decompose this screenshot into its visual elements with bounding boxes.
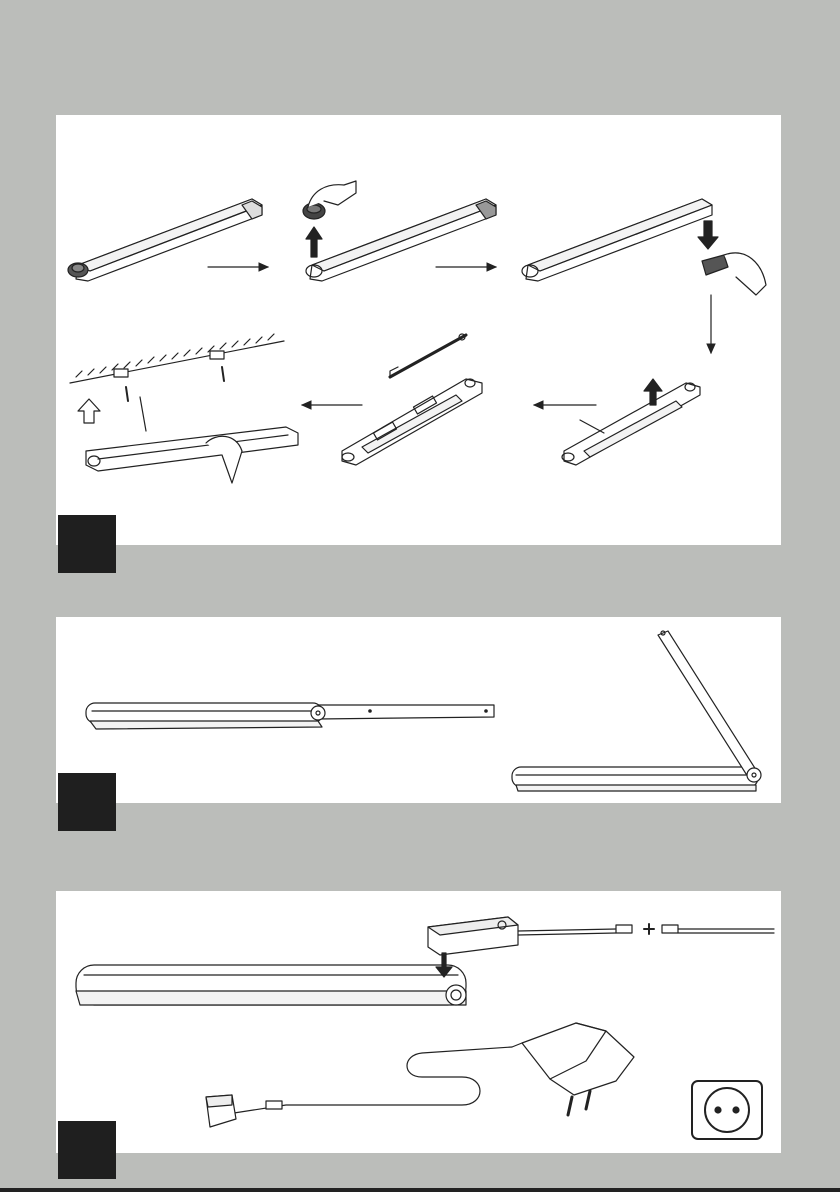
- screwdriver-icon: [580, 420, 604, 433]
- lamp-bar-extended-icon: [86, 703, 494, 729]
- step-badge: [58, 773, 116, 831]
- step-badge: [58, 515, 116, 573]
- lamp-bar-icon: [306, 199, 496, 281]
- panel-wall-mount: [56, 115, 781, 545]
- cable-icon: [214, 1047, 512, 1117]
- panel-power-connection: [56, 891, 781, 1153]
- page-bottom-edge: [0, 1188, 840, 1192]
- battery-cover-icon: [702, 253, 766, 295]
- power-module-icon: [206, 1095, 236, 1127]
- screwdriver-icon: [140, 397, 146, 431]
- lamp-bar-folded-upright-icon: [512, 631, 761, 791]
- hand-icon: [724, 253, 766, 295]
- hand-icon: [308, 181, 356, 207]
- power-module-icon: [428, 917, 616, 955]
- wall-mount-illustration: [56, 115, 781, 545]
- arrow-up-icon: [306, 227, 322, 257]
- power-connection-illustration: [56, 891, 781, 1153]
- lamp-bar-icon: [562, 383, 700, 465]
- wall-icon: [70, 334, 284, 383]
- lamp-bar-icon: [68, 199, 262, 281]
- lamp-bar-icon: [76, 965, 466, 1005]
- wall-socket-icon: [692, 1081, 762, 1139]
- lamp-bar-icon: [342, 379, 482, 465]
- arrow-down-icon: [698, 221, 718, 249]
- plug-adapter-icon: [512, 1023, 634, 1115]
- fold-positions-illustration: [56, 617, 781, 803]
- hand-icon: [206, 436, 242, 483]
- connector-plus-icon: [616, 924, 774, 934]
- lamp-bar-icon: [522, 199, 712, 281]
- step-badge: [58, 1121, 116, 1179]
- arrow-up-outline-icon: [78, 399, 100, 423]
- screw-icon: [126, 367, 224, 401]
- battery-cover-icon: [303, 203, 325, 219]
- panel-fold-positions: [56, 617, 781, 803]
- wall-bracket-icon: [390, 334, 466, 377]
- lamp-bar-icon: [86, 427, 298, 471]
